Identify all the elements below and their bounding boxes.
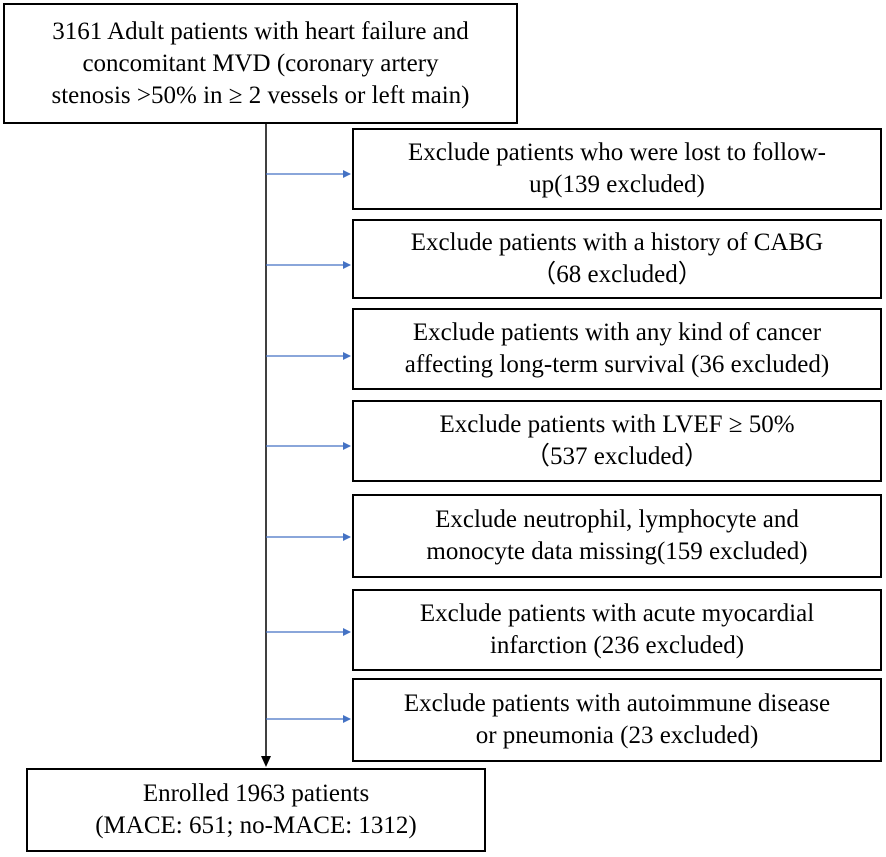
exclusion-box-autoimmune: Exclude patients with autoimmune disease… — [352, 678, 882, 762]
start-line-1: 3161 Adult patients with heart failure a… — [52, 17, 469, 45]
exclusion-line: Exclude neutrophil, lymphocyte and — [435, 506, 799, 533]
exclusion-line: Exclude patients with LVEF ≥ 50% — [439, 411, 795, 438]
main-flow-arrowhead — [261, 756, 271, 767]
start-population-box: 3161 Adult patients with heart failure a… — [3, 3, 518, 124]
exclusion-box-cancer: Exclude patients with any kind of cancer… — [352, 308, 882, 390]
exclusion-box-ami: Exclude patients with acute myocardial i… — [352, 589, 882, 671]
enrolled-patients-box: Enrolled 1963 patients (MACE: 651; no-MA… — [26, 768, 486, 852]
start-line-2: concomitant MVD (coronary artery — [82, 49, 439, 77]
exclusion-line: or pneumonia (23 excluded) — [475, 722, 759, 749]
exclusion-line: （68 excluded） — [531, 261, 703, 288]
exclusion-box-cabg: Exclude patients with a history of CABG … — [352, 219, 882, 299]
enrolled-line-2: (MACE: 651; no-MACE: 1312) — [95, 812, 417, 839]
exclusion-line: Exclude patients who were lost to follow… — [408, 139, 826, 166]
start-line-3: stenosis >50% in ≥ 2 vessels or left mai… — [51, 81, 470, 109]
exclusion-line: Exclude patients with autoimmune disease — [403, 690, 831, 717]
exclusion-line: Exclude patients with a history of CABG — [410, 229, 824, 256]
exclusion-line: up(139 excluded) — [529, 171, 705, 198]
exclusion-line: Exclude patients with any kind of cancer — [412, 319, 822, 346]
exclusion-line: （537 excluded） — [525, 443, 709, 470]
exclusion-line: Exclude patients with acute myocardial — [419, 600, 815, 627]
exclusion-box-lvef: Exclude patients with LVEF ≥ 50% （537 ex… — [352, 400, 882, 482]
exclusion-line: infarction (236 excluded) — [489, 632, 745, 659]
exclusion-line: monocyte data missing(159 excluded) — [426, 538, 808, 565]
enrolled-line-1: Enrolled 1963 patients — [142, 780, 370, 807]
exclusion-line: affecting long-term survival (36 exclude… — [404, 351, 830, 378]
exclusion-box-lost-follow-up: Exclude patients who were lost to follow… — [352, 128, 882, 210]
exclusion-box-missing-data: Exclude neutrophil, lymphocyte and monoc… — [352, 494, 882, 578]
